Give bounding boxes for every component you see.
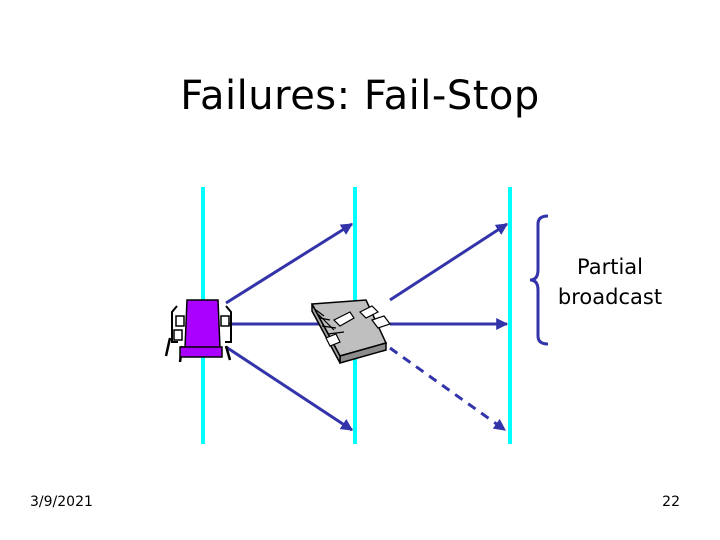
message-arrow-p1-p2-down bbox=[225, 345, 354, 432]
crashed-process-icon bbox=[310, 299, 391, 364]
message-arrow-p1-p2-up bbox=[225, 222, 354, 305]
page-number: 22 bbox=[662, 494, 680, 510]
message-arrow-p2-p3-dashed bbox=[389, 346, 506, 432]
partial-broadcast-brace bbox=[529, 214, 549, 346]
footer-date: 3/9/2021 bbox=[30, 494, 93, 510]
slide-title: Failures: Fail-Stop bbox=[180, 73, 540, 119]
partial-broadcast-label: Partial broadcast bbox=[557, 255, 663, 309]
sender-process-icon bbox=[164, 299, 232, 363]
message-arrow-p2-p3-up bbox=[389, 222, 509, 302]
